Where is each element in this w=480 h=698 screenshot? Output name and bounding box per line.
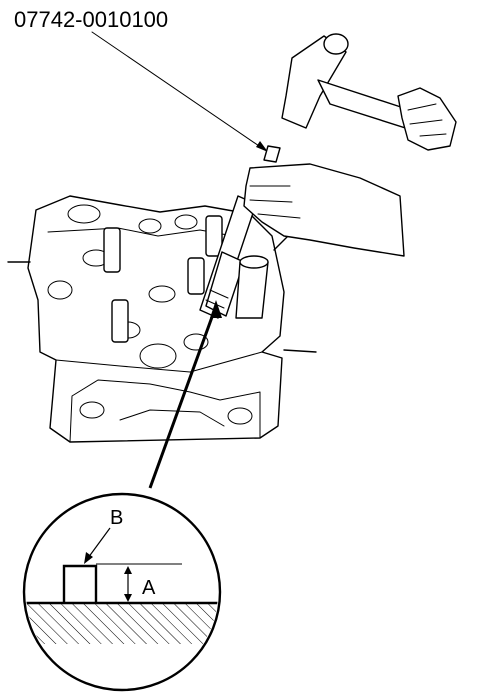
holding-hand [243,163,405,257]
guide-label-leader [87,527,111,559]
valve-guide-driver-tool [199,145,281,319]
hammer-hand [397,87,457,151]
tool-callout-leader [91,31,263,149]
height-arrow-down [124,594,132,602]
hammer-hand-finger-lines [407,103,447,137]
guide-label: B [110,507,123,529]
detail-callout-line [148,305,218,489]
height-arrow-up [124,566,132,574]
valve-guides [103,215,223,343]
tool-part-number-label: 07742-0010100 [14,7,168,32]
valve-guide-profile [62,564,98,603]
tool-callout-arrowhead [256,141,268,152]
hand-finger-lines [249,185,301,219]
guide-label-arrowhead [84,552,93,564]
cylinder-head [7,195,317,443]
height-label: A [142,577,156,599]
detail-callout-arrowhead [210,300,222,318]
detail-view [26,563,218,644]
hammer [281,33,419,133]
head-surface-hatching [26,604,218,644]
